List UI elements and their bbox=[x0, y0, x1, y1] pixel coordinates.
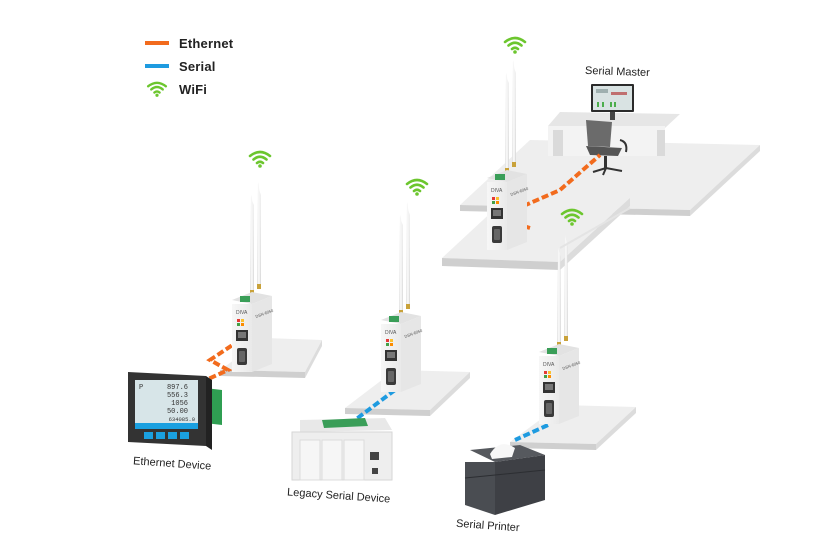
serial-printer-device bbox=[464, 444, 546, 515]
serial-swatch bbox=[145, 64, 169, 68]
gateway-brand: DIVA bbox=[543, 362, 555, 368]
legend-label: Serial bbox=[179, 58, 216, 74]
gateway-brand: DIVA bbox=[236, 310, 248, 316]
antenna bbox=[406, 202, 410, 308]
led-indicator bbox=[390, 339, 393, 342]
led-indicator bbox=[241, 319, 244, 322]
antenna bbox=[557, 247, 561, 346]
legend-label: Ethernet bbox=[179, 35, 234, 51]
antenna-connector bbox=[564, 336, 568, 341]
serial-port-inner bbox=[546, 403, 552, 414]
legend-label: WiFi bbox=[179, 81, 208, 97]
ethernet-device-power-meter: P 897.6 556.3 1056 50.00 634085.0 bbox=[128, 372, 222, 450]
ethernet-port-inner bbox=[493, 210, 501, 216]
ethernet-port-inner bbox=[238, 332, 246, 338]
label-serial-master: Serial Master bbox=[584, 64, 650, 80]
antenna bbox=[505, 73, 509, 172]
gateway-side bbox=[559, 348, 579, 424]
meter-reading-label: P bbox=[139, 384, 143, 392]
terminal-block bbox=[389, 316, 399, 322]
led-indicator bbox=[492, 201, 495, 204]
led-indicator bbox=[237, 323, 240, 326]
gateway-brand: DIVA bbox=[491, 188, 503, 194]
meter-reading: 556.3 bbox=[167, 392, 188, 400]
serial-port-inner bbox=[494, 229, 500, 240]
legend: Ethernet Serial WiFi bbox=[145, 32, 233, 101]
gateway-brand: DIVA bbox=[385, 330, 397, 336]
serial-master-workstation bbox=[548, 84, 680, 176]
terminal-block bbox=[547, 348, 557, 354]
wifi-icon bbox=[248, 150, 272, 168]
serial-link-printer bbox=[514, 423, 549, 442]
gateway-device: DIVA DSN-6050 bbox=[487, 60, 530, 250]
led-indicator bbox=[496, 197, 499, 200]
led-indicator bbox=[390, 343, 393, 346]
serial-port-inner bbox=[239, 351, 245, 362]
legacy-serial-device-plc bbox=[291, 418, 393, 481]
meter-reading: 634085.0 bbox=[169, 416, 195, 423]
platform-gateway-printer bbox=[510, 405, 636, 450]
gateway-device: DIVA DSN-6050 bbox=[232, 182, 275, 372]
gateway-side bbox=[507, 174, 527, 250]
antenna bbox=[257, 182, 261, 288]
led-indicator bbox=[386, 339, 389, 342]
wifi-icon bbox=[503, 36, 527, 54]
gateway-side bbox=[252, 296, 272, 372]
wifi-icon bbox=[145, 81, 169, 97]
antenna bbox=[564, 234, 568, 340]
legend-item-serial: Serial bbox=[145, 55, 233, 77]
legend-item-ethernet: Ethernet bbox=[145, 32, 233, 54]
led-indicator bbox=[237, 319, 240, 322]
antenna bbox=[512, 60, 516, 166]
meter-reading: 50.00 bbox=[167, 408, 188, 416]
terminal-block bbox=[240, 296, 250, 302]
gateway-model: DSN-6050 bbox=[510, 186, 530, 197]
gateway-device: DIVA DSN-6050 bbox=[381, 202, 424, 392]
led-indicator bbox=[548, 371, 551, 374]
serial-link-legacy-device bbox=[353, 388, 397, 422]
gateway-model: DSN-6050 bbox=[255, 308, 275, 319]
led-indicator bbox=[241, 323, 244, 326]
antenna-connector bbox=[257, 284, 261, 289]
led-indicator bbox=[492, 197, 495, 200]
serial-port-inner bbox=[388, 371, 394, 382]
wifi-icon bbox=[405, 178, 429, 196]
antenna bbox=[250, 195, 254, 294]
antenna bbox=[399, 215, 403, 314]
antenna-connector bbox=[512, 162, 516, 167]
gateway-side bbox=[401, 316, 421, 392]
terminal-block bbox=[495, 174, 505, 180]
gateway-device: DIVA DSN-6050 bbox=[539, 234, 582, 424]
meter-reading: 1056 bbox=[171, 400, 188, 408]
wifi-link-line bbox=[559, 207, 631, 249]
ethernet-swatch bbox=[145, 41, 169, 45]
meter-reading: 897.6 bbox=[167, 384, 188, 392]
led-indicator bbox=[386, 343, 389, 346]
ethernet-link-ethernet-device bbox=[194, 338, 242, 387]
gateway-model: DSN-6050 bbox=[562, 360, 582, 371]
gateway-model: DSN-6050 bbox=[404, 328, 424, 339]
led-indicator bbox=[544, 375, 547, 378]
led-indicator bbox=[548, 375, 551, 378]
ethernet-port-inner bbox=[545, 384, 553, 390]
antenna-connector bbox=[406, 304, 410, 309]
led-indicator bbox=[496, 201, 499, 204]
legend-item-wifi: WiFi bbox=[145, 78, 233, 100]
led-indicator bbox=[544, 371, 547, 374]
ethernet-port-inner bbox=[387, 352, 395, 358]
